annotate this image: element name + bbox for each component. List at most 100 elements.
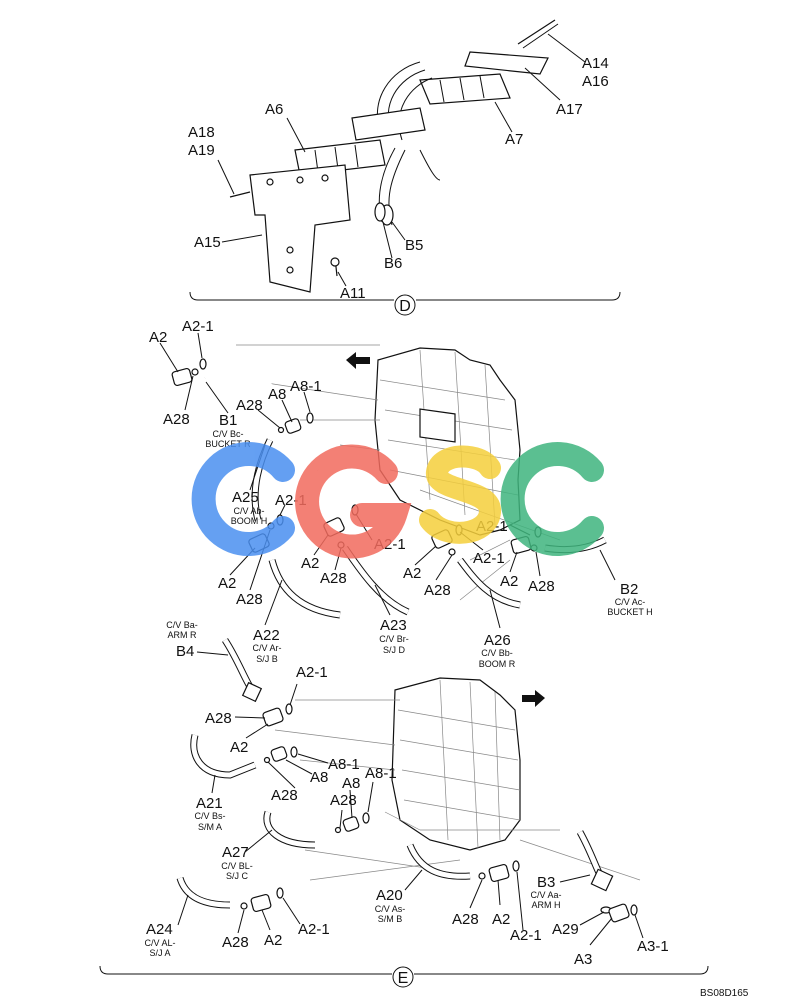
lower-valve-body <box>391 677 521 851</box>
label-a28: A28 <box>236 397 263 414</box>
section-e-marker-text: E <box>398 970 409 987</box>
label-a2: A2 <box>230 739 248 756</box>
label-a2: A2 <box>218 575 236 592</box>
label-b4-desc-1: C/V Ba- <box>166 620 198 630</box>
label-a18: A18 <box>188 124 215 141</box>
label-a24-desc-1: C/V AL- <box>144 938 175 948</box>
label-a28: A28 <box>320 570 347 587</box>
label-a28: A28 <box>271 787 298 804</box>
label-a11: A11 <box>340 285 366 302</box>
label-a27: A27 <box>222 844 249 861</box>
arrow-left-icon <box>346 352 370 369</box>
label-a2-1: A2-1 <box>296 664 328 681</box>
watermark-letter-s-yellow <box>419 445 501 544</box>
section-d-marker-text: D <box>399 298 411 315</box>
label-a22-desc-1: C/V Ar- <box>252 643 281 653</box>
label-a27-desc-1: C/V BL- <box>221 861 253 871</box>
label-a21-desc-2: S/M A <box>198 822 222 832</box>
section-e-bracket: E <box>99 965 709 988</box>
label-a27-desc-2: S/J C <box>226 871 249 881</box>
label-a28: A28 <box>222 934 249 951</box>
label-a23: A23 <box>380 617 407 634</box>
label-b3-desc-2: ARM H <box>532 900 561 910</box>
label-a8-1: A8-1 <box>365 765 397 782</box>
label-a16: A16 <box>582 73 609 90</box>
label-a28: A28 <box>205 710 232 727</box>
label-a8: A8 <box>268 386 286 403</box>
clamp-block-upper <box>351 107 426 141</box>
label-b3-desc-1: C/V Aa- <box>530 890 561 900</box>
label-b2-desc-1: C/V Ac- <box>615 597 646 607</box>
clamp-plate-a17 <box>464 51 549 75</box>
label-a2: A2 <box>403 565 421 582</box>
clamp-block-a7 <box>419 73 511 105</box>
arrow-right-icon <box>522 690 545 707</box>
label-b4: B4 <box>176 643 194 660</box>
label-a20-desc-1: C/V As- <box>375 904 406 914</box>
bracket-a15 <box>249 164 351 293</box>
bolt-a14 <box>517 19 556 45</box>
label-a22: A22 <box>253 627 280 644</box>
section-d-labels: A14 A16 A17 A7 A6 A18 A19 A15 A11 B5 B6 <box>188 55 609 302</box>
label-a2: A2 <box>301 555 319 572</box>
label-a25-desc-2: BOOM H <box>231 516 268 526</box>
label-a14: A14 <box>582 55 609 72</box>
label-b2-desc-2: BUCKET H <box>607 607 652 617</box>
label-a28: A28 <box>330 792 357 809</box>
label-a25-desc-1: C/V Ab- <box>233 506 264 516</box>
watermark-letter-c-blue <box>191 442 295 556</box>
label-a23-desc-2: S/J D <box>383 645 406 655</box>
label-a8-1: A8-1 <box>328 756 360 773</box>
label-b4-desc-2: ARM R <box>168 630 198 640</box>
lower-reference-lines <box>274 699 641 881</box>
section-e-marker <box>392 966 414 988</box>
section-d-leaders <box>217 33 586 287</box>
section-d-marker <box>394 294 416 316</box>
label-b3: B3 <box>537 874 555 891</box>
label-a21: A21 <box>196 795 223 812</box>
label-a28: A28 <box>452 911 479 928</box>
label-a8: A8 <box>342 775 360 792</box>
label-a3-1: A3-1 <box>637 938 669 955</box>
label-a2-1: A2-1 <box>298 921 330 938</box>
cgsc-watermark-logo <box>191 442 604 559</box>
label-b6: B6 <box>384 255 402 272</box>
label-a2-1: A2-1 <box>510 927 542 944</box>
label-a2: A2 <box>500 573 518 590</box>
label-a20-desc-2: S/M B <box>378 914 403 924</box>
label-a23-desc-1: C/V Br- <box>379 634 409 644</box>
label-b5: B5 <box>405 237 423 254</box>
label-a21-desc-1: C/V Bs- <box>194 811 225 821</box>
section-d-bracket: D <box>189 291 621 316</box>
label-a28: A28 <box>163 411 190 428</box>
label-a2: A2 <box>492 911 510 928</box>
label-a7: A7 <box>505 131 523 148</box>
label-a19: A19 <box>188 142 215 159</box>
bolt-a18 <box>229 191 251 198</box>
label-a2: A2 <box>149 329 167 346</box>
label-a26: A26 <box>484 632 511 649</box>
label-a29: A29 <box>552 921 579 938</box>
label-a2-1: A2-1 <box>473 550 505 567</box>
callout-leaders <box>159 332 644 946</box>
label-a22-desc-2: S/J B <box>256 654 278 664</box>
label-a26-desc-2: BOOM R <box>479 659 516 669</box>
label-a15: A15 <box>194 234 221 251</box>
label-b1-desc-2: BUCKET R <box>205 439 251 449</box>
diagram-code: BS08D165 <box>700 988 749 999</box>
label-b1-desc-1: C/V Bc- <box>212 429 243 439</box>
label-a8: A8 <box>310 769 328 786</box>
watermark-letter-c-green <box>500 442 604 556</box>
label-a24: A24 <box>146 921 173 938</box>
label-a17: A17 <box>556 101 583 118</box>
label-a25: A25 <box>232 489 259 506</box>
label-a28: A28 <box>424 582 451 599</box>
label-a20: A20 <box>376 887 403 904</box>
label-a26-desc-1: C/V Bb- <box>481 648 513 658</box>
section-d-drawing <box>229 19 559 293</box>
label-a8-1: A8-1 <box>290 378 322 395</box>
label-a6: A6 <box>265 101 283 118</box>
label-a28: A28 <box>528 578 555 595</box>
label-b1: B1 <box>219 412 237 429</box>
